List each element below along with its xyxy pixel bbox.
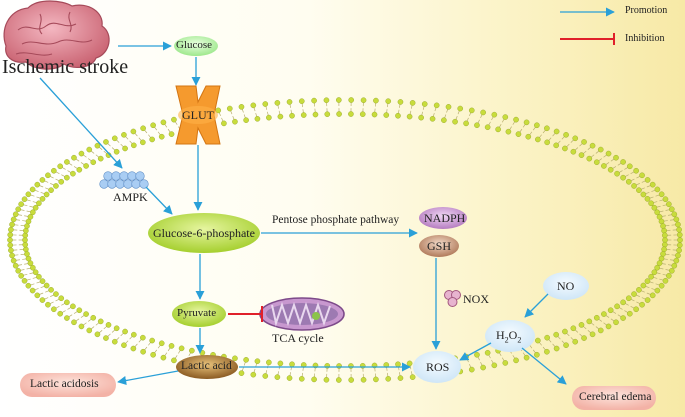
h2o2-o: O [508, 328, 518, 342]
ischemic-stroke-label: Ischemic stroke [2, 56, 129, 78]
ampk-label: AMPK [113, 190, 148, 204]
h2o2-label: H2O2 [496, 328, 521, 344]
lactic-acid-label: Lactic acid [181, 360, 232, 372]
h2o2-node [485, 320, 535, 352]
pyruvate-node [172, 301, 226, 327]
no-label: NO [557, 279, 575, 293]
ros-node [413, 351, 461, 383]
glut-label: GLUT [182, 108, 214, 122]
glut-transporter-icon [175, 85, 221, 145]
glucose-node [174, 36, 218, 56]
lactic-acidosis-label: Lactic acidosis [30, 378, 99, 390]
lactic-acid-node [176, 355, 238, 379]
cerebral-edema-node [572, 386, 656, 410]
legend-inhibition-label: Inhibition [625, 33, 665, 44]
ros-label: ROS [426, 360, 450, 374]
gsh-label: GSH [427, 239, 452, 253]
pentose-label: Pentose phosphate pathway [272, 214, 400, 226]
pyruvate-label: Pyruvate [177, 307, 217, 319]
cerebral-edema-label: Cerebral edema [579, 391, 652, 403]
tca-label: TCA cycle [272, 331, 324, 345]
gsh-node [419, 235, 459, 257]
nadph-node [419, 207, 467, 229]
arrows [39, 7, 615, 385]
nadph-label: NADPH [424, 211, 466, 225]
h2o2-sub2: 2 [517, 335, 522, 345]
g6p-node [148, 213, 260, 253]
nox-label: NOX [463, 292, 489, 306]
nox-icon [444, 290, 461, 307]
h2o2-h: H [496, 328, 505, 342]
ampk-protein-icon [99, 171, 149, 189]
cell-membrane [7, 97, 683, 383]
legend-promotion-label: Promotion [625, 5, 668, 16]
no-node [543, 272, 589, 300]
brain-icon [3, 0, 110, 70]
glucose-label: Glucose [176, 39, 213, 51]
g6p-label: Glucose-6-phosphate [153, 226, 255, 240]
h2o2-sub1: 2 [504, 335, 509, 345]
mitochondrion-icon [259, 297, 345, 331]
lactic-acidosis-node [20, 373, 116, 397]
inhibition-lines [228, 33, 615, 322]
